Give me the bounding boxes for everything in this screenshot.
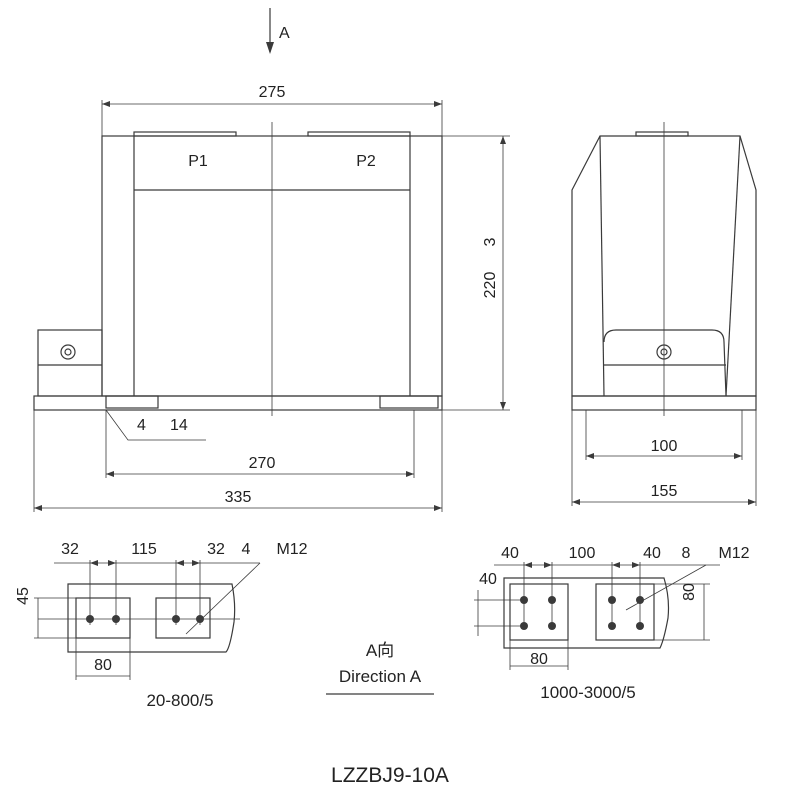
front-dim-top-width: 275	[259, 84, 286, 101]
right-dim-pad-width: 80	[530, 651, 548, 668]
right-thread-label: M12	[718, 545, 749, 562]
left-dim-pad-width: 80	[94, 657, 112, 674]
model-title: LZZBJ9-10A	[331, 764, 449, 787]
direction-label-cn: A向	[366, 641, 394, 660]
side-dim-overall-width: 155	[651, 483, 678, 500]
right-ratio-label: 1000-3000/5	[540, 683, 635, 702]
terminal-p2-label: P2	[356, 153, 376, 170]
detail-right	[474, 562, 720, 670]
left-ratio-label: 20-800/5	[146, 691, 213, 710]
right-dim-b: 100	[569, 545, 596, 562]
front-dim-height-note: 3	[482, 237, 499, 246]
front-dim-mount-pitch: 270	[249, 455, 276, 472]
right-dim-side: 40	[479, 571, 497, 588]
side-dim-mount-pitch: 100	[651, 438, 678, 455]
right-dim-a: 40	[501, 545, 519, 562]
front-dim-overall-width: 335	[225, 489, 252, 506]
direction-label-en: Direction A	[339, 667, 422, 686]
left-dim-height: 45	[15, 587, 32, 605]
right-dim-hole: 8	[682, 545, 691, 562]
right-dim-c: 40	[643, 545, 661, 562]
view-direction-arrow	[266, 8, 274, 54]
detail-left	[34, 560, 261, 680]
terminal-p1-label: P1	[188, 153, 208, 170]
left-dim-hole: 4	[242, 541, 251, 558]
right-dim-height: 80	[681, 583, 698, 601]
front-dim-foot-slot: 4	[137, 417, 146, 434]
front-dim-height: 220	[482, 272, 499, 299]
front-dim-foot-slot-width: 14	[170, 417, 188, 434]
view-arrow-label: A	[279, 25, 290, 42]
left-dim-a: 32	[61, 541, 79, 558]
left-dim-b: 115	[131, 541, 157, 558]
front-view	[33, 100, 510, 512]
left-thread-label: M12	[276, 541, 307, 558]
left-dim-c: 32	[207, 541, 225, 558]
side-view	[571, 122, 757, 506]
